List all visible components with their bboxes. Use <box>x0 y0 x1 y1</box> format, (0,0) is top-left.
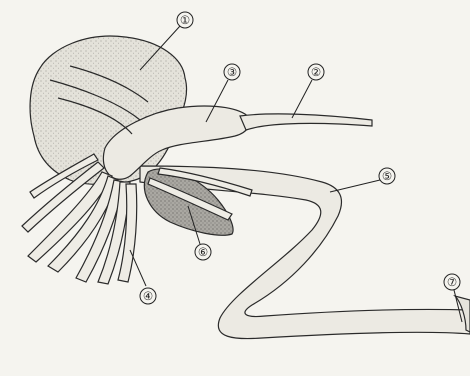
label-5-text: ⑤ <box>382 169 392 183</box>
label-7-text: ⑦ <box>447 275 457 289</box>
label-3-text: ③ <box>227 65 237 79</box>
label-4-text: ④ <box>143 289 153 303</box>
label-2-text: ② <box>311 65 321 79</box>
label-1-text: ① <box>180 13 190 27</box>
label-6-text: ⑥ <box>198 245 208 259</box>
label-1: ① <box>177 12 193 28</box>
label-6: ⑥ <box>195 244 211 260</box>
label-2: ② <box>308 64 324 80</box>
label-5: ⑤ <box>379 168 395 184</box>
shoot-extension <box>240 114 372 130</box>
label-7: ⑦ <box>444 274 460 290</box>
label-4: ④ <box>140 288 156 304</box>
label-3: ③ <box>224 64 240 80</box>
